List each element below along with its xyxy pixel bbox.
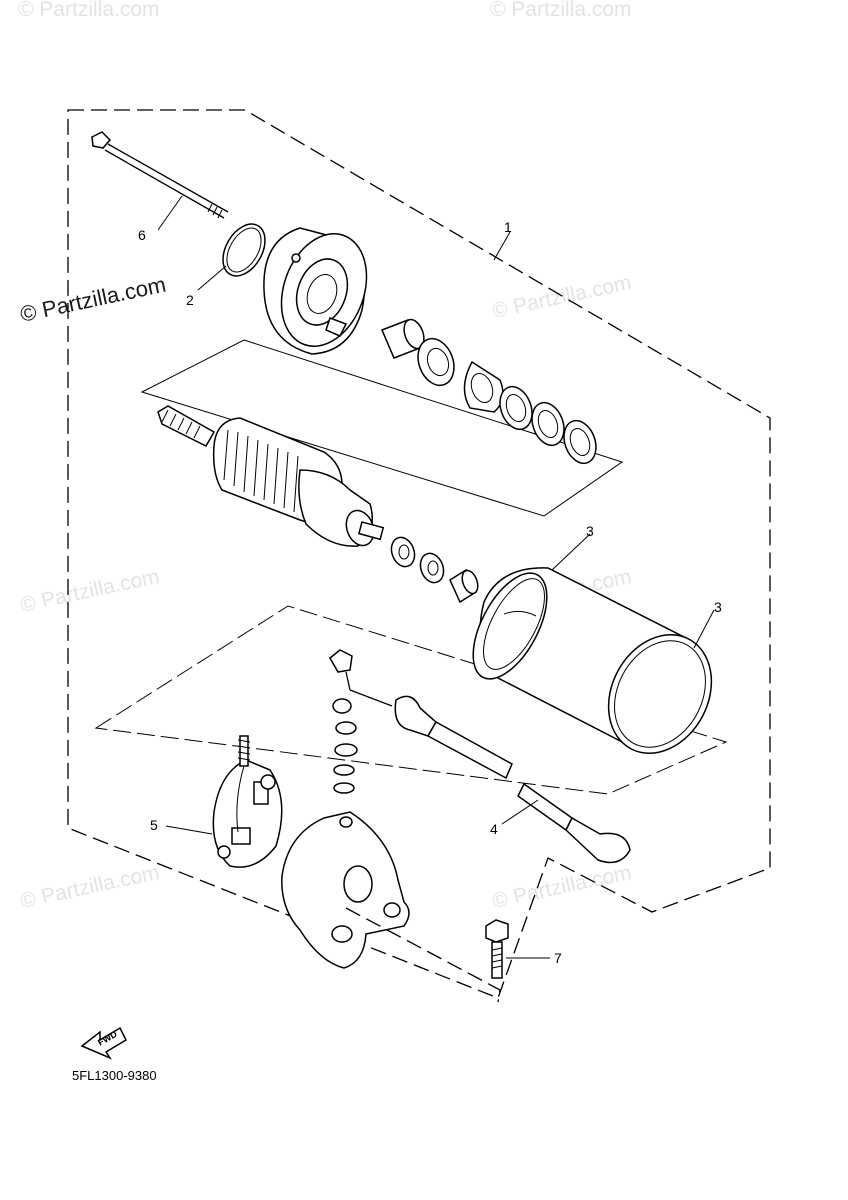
- watermark-text: © Partzilla.com: [490, 0, 632, 21]
- watermark-text: © Partzilla.com: [18, 565, 161, 617]
- brush-group-box: [94, 605, 728, 795]
- watermark-text: © Partzilla.com: [18, 0, 160, 21]
- part-oil-seal: [417, 337, 455, 387]
- watermark-text: © Partzilla.com: [490, 271, 633, 323]
- callout-3: 3: [586, 523, 594, 539]
- callout-labels: 6 2 1 3 3 4 5 7: [138, 219, 722, 966]
- part-thrust-washers: [390, 536, 445, 584]
- part-o-ring: [222, 223, 266, 277]
- assembly-boundary: [67, 109, 771, 999]
- part-yoke: [472, 567, 713, 754]
- callout-2: 2: [186, 292, 194, 308]
- fwd-arrow-icon: FWD: [80, 1026, 127, 1060]
- part-bushing: [449, 568, 479, 604]
- part-rear-cover: [281, 811, 410, 969]
- leader-lines: [157, 195, 715, 959]
- part-code: 5FL1300-9380: [72, 1068, 157, 1083]
- callout-4: 4: [490, 821, 498, 837]
- part-shim-washers: [499, 385, 597, 465]
- watermark-text: © Partzilla.com: [490, 861, 633, 913]
- part-needle-bearing: [381, 318, 425, 359]
- bolt-guide-line: [345, 907, 501, 1003]
- part-lead-wire: [329, 649, 631, 864]
- part-lock-washer: [463, 360, 504, 413]
- armature-group-box: [140, 339, 624, 517]
- part-armature: [157, 405, 385, 547]
- callout-1: 1: [504, 219, 512, 235]
- watermark-text-dark: © Partzilla.com: [18, 272, 168, 327]
- callout-5: 5: [150, 817, 158, 833]
- callout-7: 7: [554, 950, 562, 966]
- part-long-bolt: [91, 131, 229, 219]
- part-bolt: [485, 919, 509, 979]
- callout-6: 6: [138, 227, 146, 243]
- part-front-cover: [263, 227, 368, 355]
- callout-3: 3: [714, 599, 722, 615]
- watermark-text: © Partzilla.com: [18, 861, 161, 913]
- part-brush-holder: [212, 735, 283, 868]
